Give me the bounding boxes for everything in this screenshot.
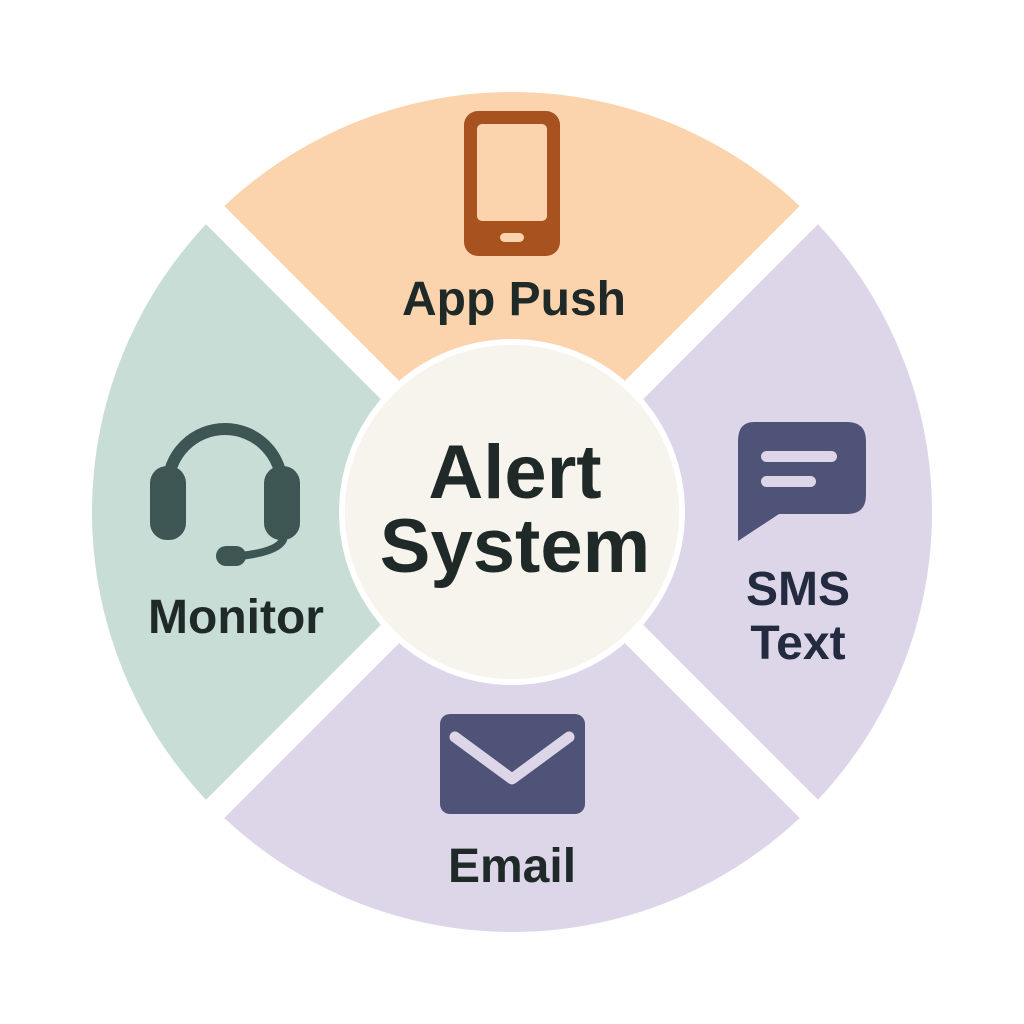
segment-monitor — [91, 224, 382, 800]
segment-label-monitor: Monitor — [148, 591, 324, 644]
center-title-line2: System — [380, 504, 650, 589]
segment-label-email: Email — [448, 840, 576, 893]
segment-label-sms-line2: Text — [750, 617, 845, 670]
segment-label-sms-line1: SMS — [746, 563, 850, 616]
envelope-icon — [440, 714, 585, 814]
center-title-line1: Alert — [428, 430, 601, 515]
segment-label-app-push: App Push — [402, 273, 626, 326]
chat-bubble-icon — [738, 422, 866, 541]
smartphone-icon — [464, 111, 560, 256]
center-circle — [339, 339, 685, 685]
headset-icon — [150, 423, 300, 566]
